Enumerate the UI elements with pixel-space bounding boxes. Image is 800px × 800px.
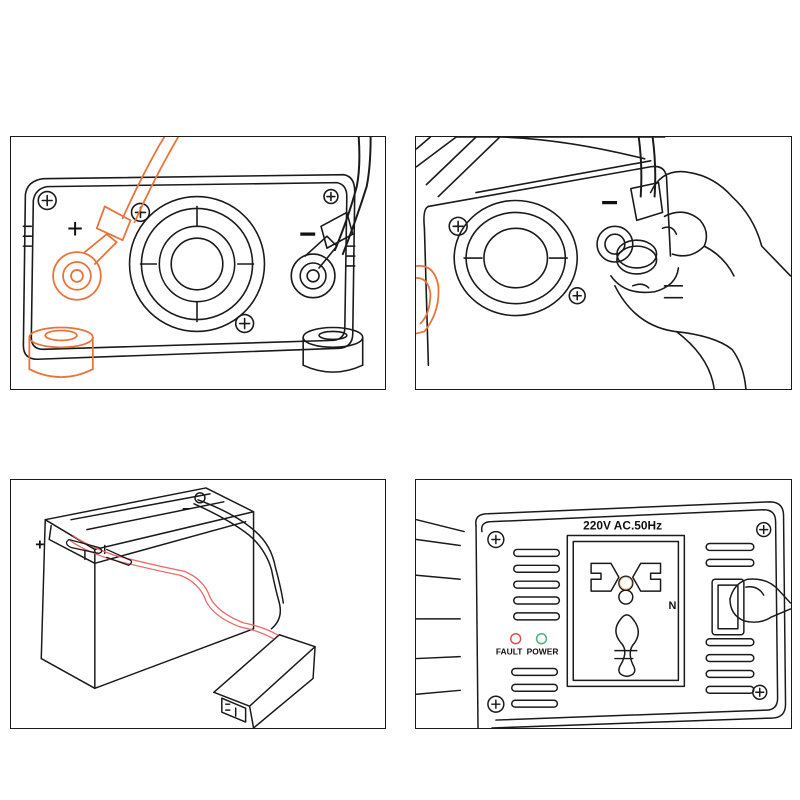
plus-sign: +	[67, 213, 83, 244]
vent-slots-right	[705, 542, 755, 695]
inverter-rear-drawing: + −	[22, 137, 372, 378]
screw-icon	[487, 521, 772, 713]
battery-icon	[40, 487, 255, 690]
voltage-label: 220V AC.50Hz	[583, 519, 662, 533]
battery-wiring-drawing: + −	[35, 487, 316, 728]
minus-sign: −	[182, 501, 190, 517]
power-label: POWER	[527, 647, 559, 657]
vent-slots-left	[510, 548, 561, 708]
tighten-terminal-drawing: −	[416, 137, 791, 389]
neutral-label: N	[668, 600, 676, 612]
fault-led	[510, 633, 522, 645]
positive-cable	[65, 534, 279, 640]
inverter-icon	[213, 634, 316, 728]
power-led	[535, 633, 548, 645]
minus-sign: −	[601, 186, 618, 219]
positive-terminal-highlight	[28, 137, 180, 378]
panel-terminal-connection: + −	[10, 136, 386, 390]
power-switch	[711, 578, 745, 636]
ac-socket-icon	[566, 534, 686, 688]
inverter-front-drawing: 220V AC.50Hz N FAULT POWER	[416, 501, 791, 728]
positive-terminal-highlight	[416, 264, 440, 335]
fault-label: FAULT	[496, 647, 523, 657]
panel-front-socket: 220V AC.50Hz N FAULT POWER	[415, 479, 792, 729]
panel-battery-connection: + −	[10, 479, 386, 729]
plus-sign: +	[35, 536, 44, 553]
screw-icon	[37, 188, 339, 334]
minus-sign: −	[299, 218, 316, 251]
panel-tighten-terminal: −	[415, 136, 792, 390]
